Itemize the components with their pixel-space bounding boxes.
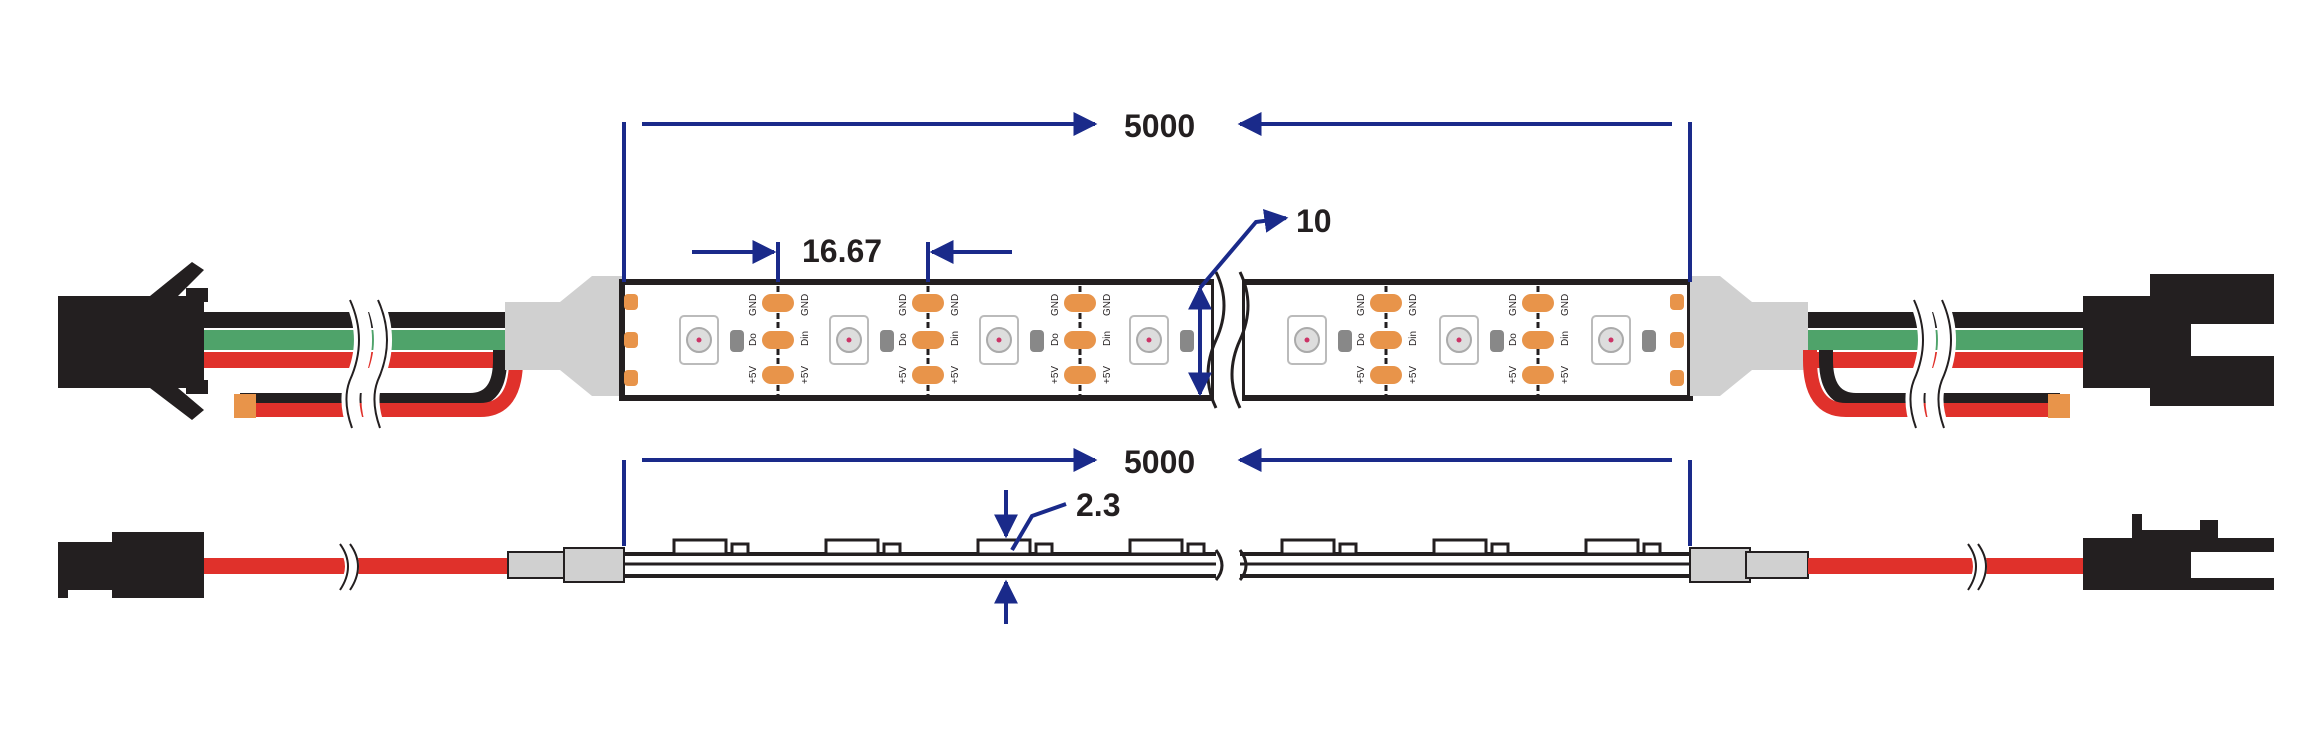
pad-label-5v-left: +5V [1050, 366, 1061, 384]
right-wires-top [1803, 296, 2083, 432]
strip-break-top [1206, 270, 1250, 410]
pad-label-gnd-left: GND [748, 294, 759, 316]
pad-label-5v-left: +5V [898, 366, 909, 384]
led-side-component [1280, 538, 1358, 556]
pad-label-5v-left: +5V [1356, 366, 1367, 384]
pad-label-gnd-left: GND [898, 294, 909, 316]
pad-label-gnd-left: GND [1356, 294, 1367, 316]
dimension-length-top-label: 5000 [1124, 108, 1195, 144]
left-end-cap-side [507, 547, 625, 583]
right-connector-side [2083, 514, 2274, 590]
led-unit [1287, 315, 1352, 365]
pad-label-5v-right: +5V [1560, 366, 1571, 384]
led-unit [1129, 315, 1194, 365]
pad-label-din: Din [1560, 331, 1571, 346]
pad-label-gnd-left: GND [1508, 294, 1519, 316]
dimension-width [1188, 208, 1289, 397]
pad-label-5v-right: +5V [1408, 366, 1419, 384]
pad-label-din: Din [1102, 331, 1113, 346]
pad-label-gnd-right: GND [800, 294, 811, 316]
pad-label-5v-left: +5V [1508, 366, 1519, 384]
right-end-cap-top [1690, 276, 1808, 396]
strip-segment-1-top: GND Do +5V GND Din +5V GND Do +5V GND Di… [619, 279, 1217, 401]
dimension-length-side-label: 5000 [1124, 444, 1195, 480]
pad-label-do: Do [1356, 333, 1367, 346]
top-view: GND Do +5V GND Din +5V GND Do +5V GND Di… [58, 108, 2274, 432]
right-end-cap-side [1689, 547, 1809, 583]
cut-point: GND Do +5V GND Din +5V [1356, 286, 1419, 395]
dimension-width-label: 10 [1296, 203, 1332, 239]
right-wire-side [1808, 539, 2083, 594]
led-unit [1439, 315, 1504, 365]
right-connector-top [2083, 274, 2274, 406]
pad-label-do: Do [1050, 333, 1061, 346]
cut-point: GND Do +5V GND Din +5V [1508, 286, 1571, 395]
pad-label-din: Din [950, 331, 961, 346]
pad-label-gnd-right: GND [950, 294, 961, 316]
pad-label-do: Do [748, 333, 759, 346]
dimension-pitch [692, 240, 1012, 282]
cut-point: GND Do +5V GND Din +5V [1050, 286, 1113, 395]
led-unit [829, 315, 894, 365]
dimension-pitch-label: 16.67 [802, 233, 882, 269]
side-view: 5000 2.3 [58, 444, 2274, 624]
led-unit [979, 315, 1044, 365]
led-side-component [1584, 538, 1662, 556]
left-wire-side [204, 539, 510, 594]
left-end-cap-top [505, 276, 622, 396]
left-connector-top [58, 262, 208, 420]
cut-point: GND Do +5V GND Din +5V [748, 286, 811, 395]
led-unit [1591, 315, 1656, 365]
dimension-length-top [622, 112, 1692, 282]
pad-label-gnd-left: GND [1050, 294, 1061, 316]
left-connector-side [58, 532, 204, 598]
pad-label-gnd-right: GND [1102, 294, 1113, 316]
dimension-length-side [622, 448, 1692, 546]
led-side-component [672, 538, 750, 556]
dimension-thickness-label: 2.3 [1076, 487, 1120, 523]
pad-label-do: Do [1508, 333, 1519, 346]
led-unit [679, 315, 744, 365]
pad-label-din: Din [1408, 331, 1419, 346]
pad-label-5v-left: +5V [748, 366, 759, 384]
pad-label-5v-right: +5V [800, 366, 811, 384]
pad-label-gnd-right: GND [1408, 294, 1419, 316]
led-side-component [824, 538, 902, 556]
left-wires-top [204, 296, 523, 432]
dimension-thickness [994, 490, 1067, 624]
pad-label-do: Do [898, 333, 909, 346]
pad-label-gnd-right: GND [1560, 294, 1571, 316]
cut-point: GND Do +5V GND Din +5V [898, 286, 961, 395]
led-side-component [1432, 538, 1510, 556]
strip-side-profile [624, 538, 1690, 581]
led-side-component [1128, 538, 1206, 556]
strip-segment-2-top: GND Do +5V GND Din +5V GND Do +5V GND Di… [1239, 279, 1693, 401]
pad-label-5v-right: +5V [950, 366, 961, 384]
pad-label-din: Din [800, 331, 811, 346]
pad-label-5v-right: +5V [1102, 366, 1113, 384]
